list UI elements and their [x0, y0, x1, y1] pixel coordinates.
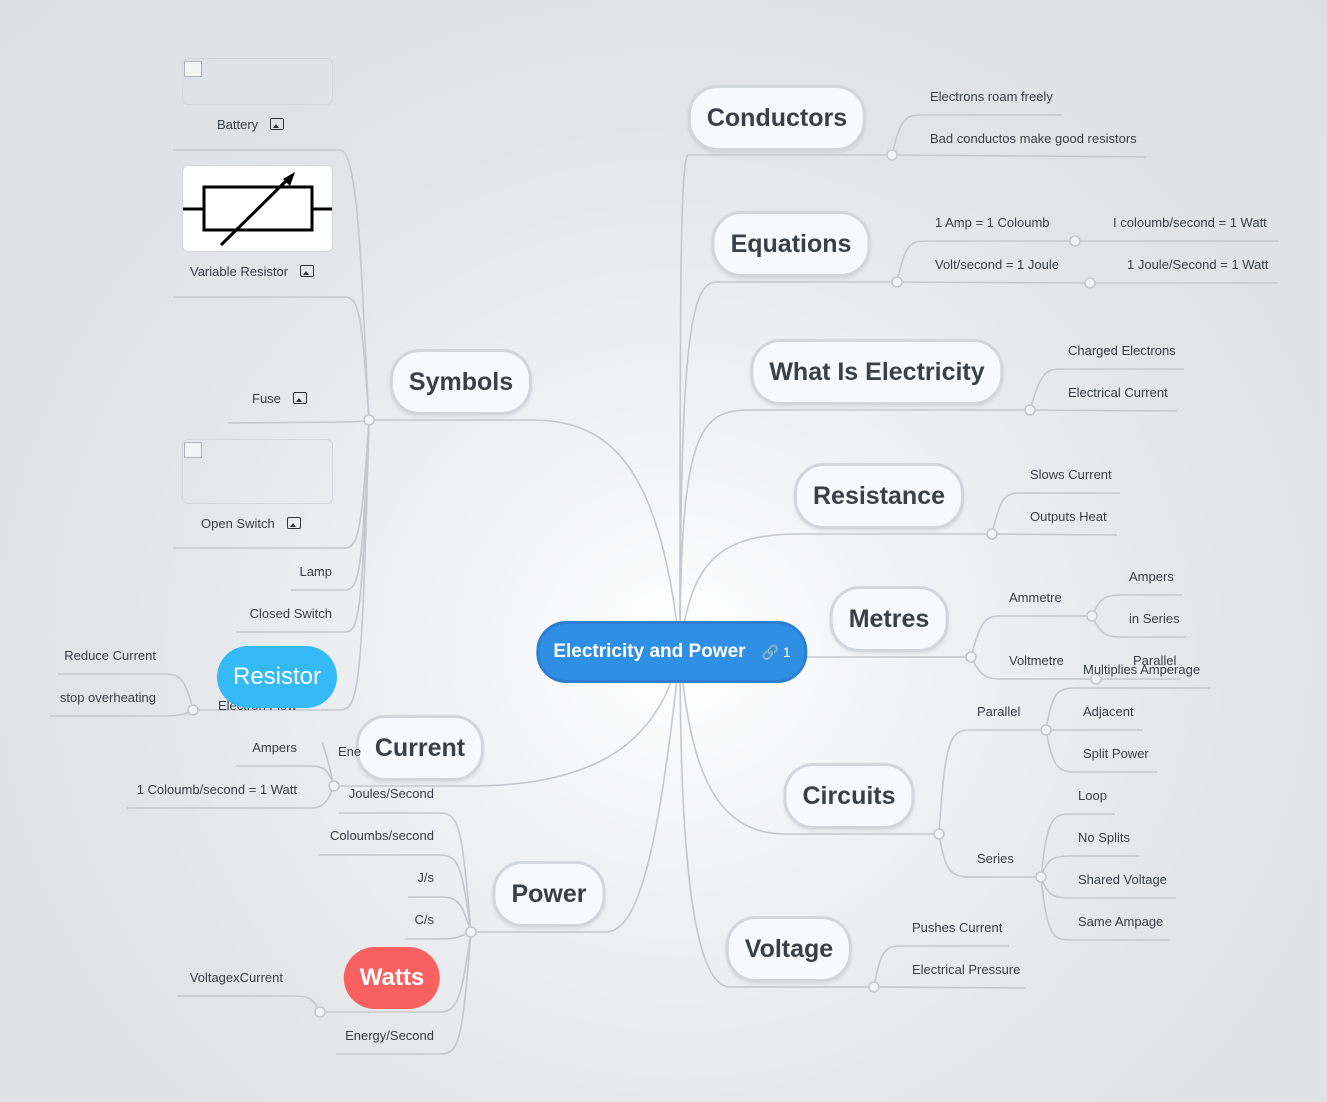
branch-power[interactable]: Power	[492, 861, 606, 927]
root-topic-label: Electricity and Power	[553, 641, 746, 662]
resistor-topic[interactable]: Resistor	[216, 646, 338, 708]
variable-resistor-image[interactable]	[182, 165, 333, 252]
metres-ammetre[interactable]: Ammetre	[1009, 590, 1062, 605]
series-item[interactable]: Same Ampage	[1078, 914, 1164, 929]
power-item[interactable]: C/s	[414, 912, 435, 927]
watts-item[interactable]: VoltagexCurrent	[189, 970, 283, 985]
branch-equations[interactable]: Equations	[711, 211, 871, 277]
series-item[interactable]: Shared Voltage	[1078, 872, 1167, 887]
symbol-fuse[interactable]: Fuse	[252, 391, 307, 407]
image-icon[interactable]	[300, 265, 315, 277]
symbol-open-switch[interactable]: Open Switch	[201, 516, 301, 532]
parallel-item[interactable]: Split Power	[1083, 746, 1149, 761]
series-item[interactable]: Loop	[1078, 788, 1107, 803]
power-item[interactable]: Joules/Second	[348, 786, 434, 801]
image-icon[interactable]	[292, 392, 307, 404]
what-is-item[interactable]: Charged Electrons	[1068, 343, 1176, 358]
variable-resistor-symbol-icon	[183, 172, 332, 247]
image-icon[interactable]	[286, 517, 301, 529]
broken-image-icon	[184, 442, 202, 458]
current-item[interactable]: Ampers	[252, 740, 297, 755]
branch-current[interactable]: Current	[355, 715, 485, 781]
resistor-item[interactable]: Reduce Current	[64, 648, 156, 663]
circuits-series[interactable]: Series	[977, 851, 1014, 866]
voltage-item[interactable]: Electrical Pressure	[912, 962, 1021, 977]
open-switch-image[interactable]	[182, 439, 333, 504]
symbol-variable-resistor-label: Variable Resistor	[190, 264, 289, 279]
equations-item[interactable]: 1 Joule/Second = 1 Watt	[1127, 257, 1269, 272]
resistor-item[interactable]: stop overheating	[59, 690, 156, 705]
equations-item[interactable]: I coloumb/second = 1 Watt	[1113, 215, 1267, 230]
conductors-item[interactable]: Electrons roam freely	[930, 89, 1053, 104]
power-item[interactable]: J/s	[417, 870, 434, 885]
parallel-item[interactable]: Adjacent	[1083, 704, 1134, 719]
ammetre-item[interactable]: Ampers	[1129, 569, 1174, 584]
symbol-closed-switch[interactable]: Closed Switch	[249, 606, 332, 621]
current-item-hidden[interactable]: Ene	[338, 744, 362, 759]
ammetre-item[interactable]: in Series	[1129, 611, 1180, 626]
image-icon[interactable]	[270, 118, 285, 130]
symbol-battery[interactable]: Battery	[217, 117, 285, 133]
branch-conductors[interactable]: Conductors	[687, 85, 867, 151]
parallel-item[interactable]: Multiplies Amperage	[1083, 662, 1201, 677]
root-topic[interactable]: Electricity and Power 🔗 1	[536, 621, 808, 683]
link-icon[interactable]: 🔗 1	[761, 644, 791, 660]
conductors-item[interactable]: Bad conductos make good resistors	[930, 131, 1137, 146]
branch-symbols[interactable]: Symbols	[389, 349, 533, 415]
voltage-item[interactable]: Pushes Current	[912, 920, 1003, 935]
series-item[interactable]: No Splits	[1078, 830, 1131, 845]
symbol-fuse-label: Fuse	[252, 391, 281, 406]
resistance-item[interactable]: Outputs Heat	[1030, 509, 1107, 524]
branch-circuits[interactable]: Circuits	[783, 763, 915, 829]
power-item[interactable]: Energy/Second	[345, 1028, 434, 1043]
symbol-battery-label: Battery	[217, 117, 259, 132]
circuits-parallel[interactable]: Parallel	[977, 704, 1021, 719]
link-count: 1	[782, 644, 791, 660]
symbol-variable-resistor[interactable]: Variable Resistor	[190, 264, 315, 280]
branch-metres[interactable]: Metres	[829, 586, 949, 652]
symbol-lamp[interactable]: Lamp	[299, 564, 332, 579]
symbol-open-switch-label: Open Switch	[201, 516, 275, 531]
metres-voltmetre[interactable]: Voltmetre	[1009, 653, 1064, 668]
broken-image-icon	[184, 61, 202, 77]
current-item[interactable]: 1 Coloumb/second = 1 Watt	[136, 782, 297, 797]
battery-image[interactable]	[182, 58, 333, 105]
branch-voltage[interactable]: Voltage	[725, 916, 853, 982]
resistance-item[interactable]: Slows Current	[1030, 467, 1112, 482]
branch-resistance[interactable]: Resistance	[793, 463, 965, 529]
branch-what-is-electricity[interactable]: What Is Electricity	[750, 339, 1004, 405]
equations-item[interactable]: Volt/second = 1 Joule	[935, 257, 1059, 272]
power-item[interactable]: Coloumbs/second	[329, 828, 434, 843]
what-is-item[interactable]: Electrical Current	[1068, 385, 1168, 400]
voltmetre-item[interactable]: Parallel	[1133, 653, 1177, 668]
watts-topic[interactable]: Watts	[343, 947, 441, 1009]
equations-item[interactable]: 1 Amp = 1 Coloumb	[935, 215, 1050, 230]
